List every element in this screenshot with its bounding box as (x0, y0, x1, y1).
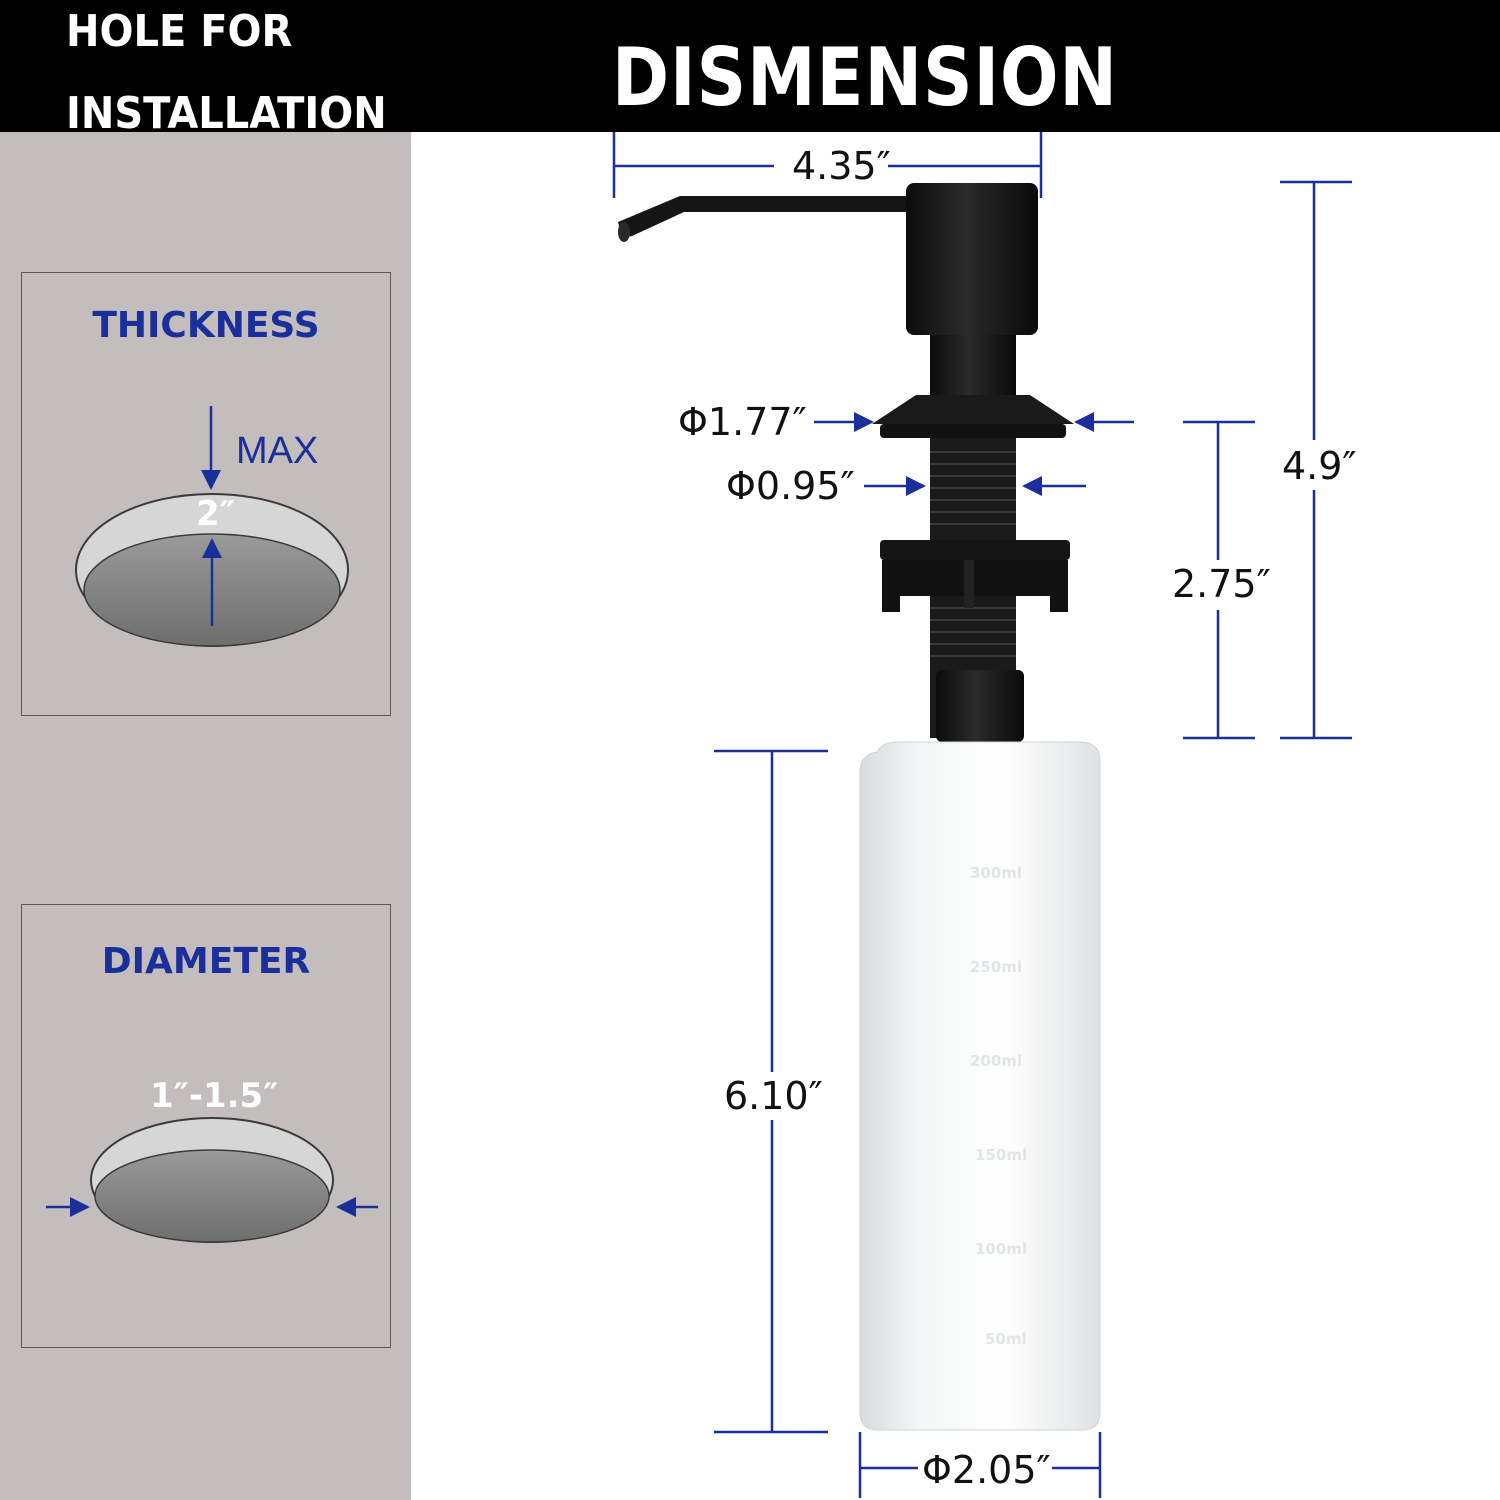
thickness-hole-illustration (75, 406, 349, 647)
flange-diameter-label: Φ1.77″ (678, 400, 807, 444)
shank-length-label: 2.75″ (1172, 562, 1271, 606)
bottle-height-label: 6.10″ (724, 1074, 823, 1118)
diameter-title: DIAMETER (101, 941, 311, 982)
bottle-marking-300: 300ml (970, 864, 1022, 882)
max-label: MAX (236, 430, 319, 472)
installation-sidebar: THICKNESS DIAMETER (0, 132, 411, 1500)
diameter-arrows (814, 412, 1134, 496)
bottle-marking-250: 250ml (970, 958, 1022, 976)
hole-for-installation-heading: HOLE FOR INSTALLATION (66, 4, 387, 142)
bottle-marking-50: 50ml (985, 1330, 1027, 1348)
diameter-hole-illustration (46, 1117, 378, 1243)
bottle-marking-200: 200ml (970, 1052, 1022, 1070)
pump-spout (618, 196, 916, 238)
pump-neck (930, 335, 1016, 395)
hole-title-line1: HOLE FOR (66, 7, 293, 57)
mounting-nut (880, 540, 1070, 560)
width-dimension-label: 4.35″ (792, 144, 891, 188)
hole-title-line2: INSTALLATION (66, 89, 387, 139)
shank-diameter-label: Φ0.95″ (726, 464, 855, 508)
diameter-value: 1″-1.5″ (150, 1076, 279, 1116)
total-height-label: 4.9″ (1282, 444, 1357, 488)
bottle-marking-100: 100ml (975, 1240, 1027, 1258)
thickness-title: THICKNESS (92, 305, 320, 346)
soap-bottle (859, 741, 1101, 1431)
pump-head (906, 183, 1038, 335)
thickness-value: 2″ (196, 494, 235, 534)
soap-dispenser: 300ml 250ml 200ml 150ml 100ml 50ml (618, 183, 1101, 1431)
pump-flange (872, 395, 1074, 424)
dimension-lines (612, 132, 1352, 1498)
header-bar (0, 0, 1500, 132)
bottle-marking-150: 150ml (975, 1146, 1027, 1164)
bottle-diameter-label: Φ2.05″ (922, 1448, 1051, 1492)
pump-lower-tube (936, 670, 1024, 742)
